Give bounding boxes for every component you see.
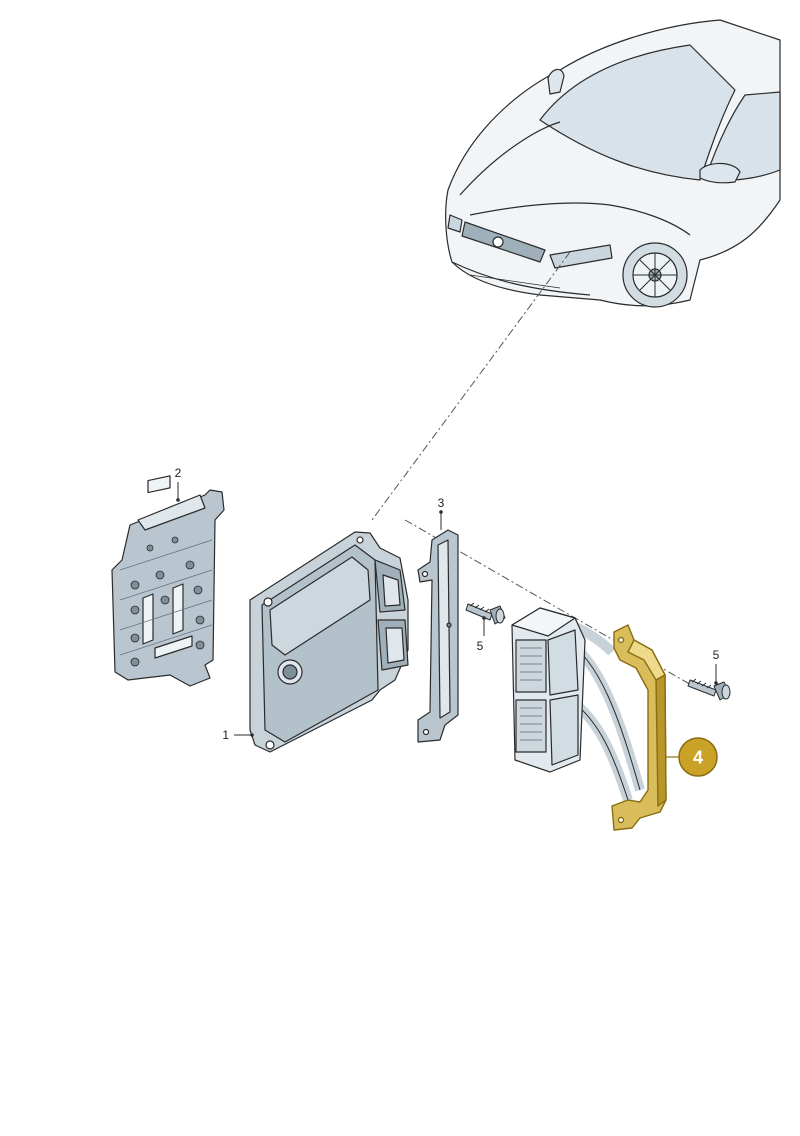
leader-dot-3: [439, 510, 443, 514]
screw-icon: [465, 602, 506, 625]
badge-circle: [678, 737, 718, 777]
leader-dot-5a: [482, 616, 486, 620]
callout-1: 1: [222, 728, 229, 742]
part-1-control-unit: [249, 531, 409, 753]
car-front-view: [445, 19, 781, 308]
callout-2: 2: [175, 466, 182, 480]
part-4-highlighted-bracket: [611, 624, 667, 831]
callout-5b: 5: [713, 648, 720, 662]
screw-icon-right: [687, 678, 731, 701]
callout-3: 3: [438, 496, 445, 510]
wiring-connector: [511, 607, 645, 802]
leader-dot-2: [176, 498, 180, 502]
callout-5a: 5: [477, 639, 484, 653]
highlight-badge[interactable]: 4: [678, 737, 718, 777]
part-2-mounting-plate: [111, 475, 225, 687]
leader-dot-1: [250, 733, 254, 737]
part-3-bracket: [417, 529, 459, 743]
leader-car-to-ecu: [371, 251, 571, 521]
leader-dot-5b: [714, 681, 718, 685]
callout-4: 4: [693, 748, 703, 768]
